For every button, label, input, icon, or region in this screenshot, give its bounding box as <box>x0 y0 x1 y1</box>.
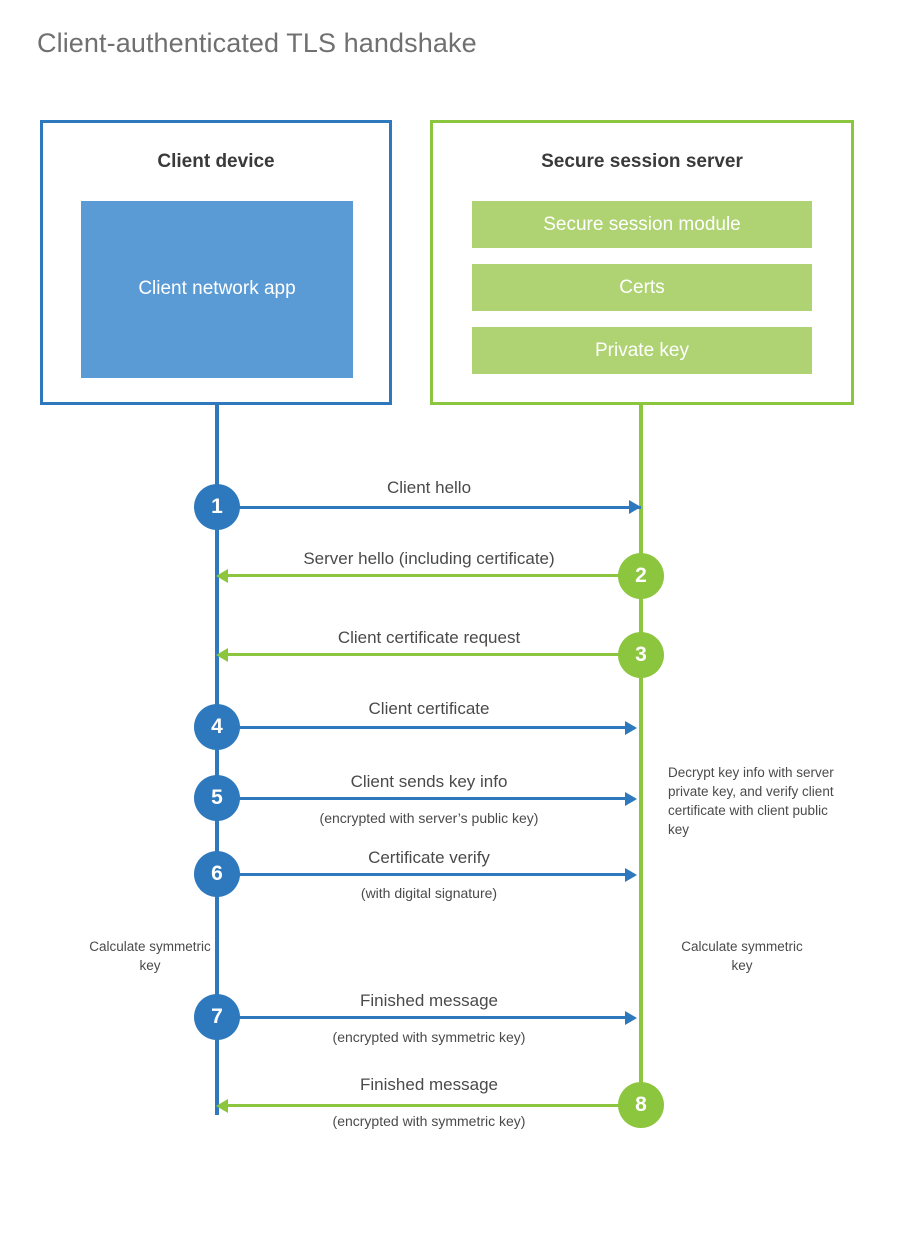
step-1-label: Client hello <box>386 478 472 497</box>
step-8-circle[interactable]: 8 <box>618 1082 664 1128</box>
server-bar-certs: Certs <box>472 264 812 311</box>
step-6-arrow-head <box>625 868 637 882</box>
step-3-arrow-line <box>228 653 620 656</box>
step-4-circle[interactable]: 4 <box>194 704 240 750</box>
step-2-arrow-head <box>216 569 228 583</box>
step-5-arrow-line <box>229 797 633 800</box>
client-network-app-block: Client network app <box>81 201 353 378</box>
calculate-symmetric-key-server-note: Calculate symmetric key <box>681 939 803 974</box>
secure-session-server-title: Secure session server <box>541 151 743 172</box>
step-5-circle[interactable]: 5 <box>194 775 240 821</box>
server-decrypt-note: Decrypt key info with server private key… <box>668 765 834 838</box>
secure-session-server-box: Secure session server Secure session mod… <box>430 120 854 405</box>
page-title: Client-authenticated TLS handshake <box>37 28 477 58</box>
step-8-arrow-line <box>228 1104 620 1107</box>
step-7-sublabel: (encrypted with symmetric key) <box>332 1029 526 1045</box>
step-7-label: Finished message <box>360 991 498 1010</box>
step-2-label: Server hello (including certificate) <box>303 549 555 568</box>
client-device-box: Client device Client network app <box>40 120 392 405</box>
step-3-arrow-head <box>216 648 228 662</box>
step-6-label: Certificate verify <box>368 848 490 867</box>
server-lifeline <box>639 403 643 1105</box>
server-bar-private-key: Private key <box>472 327 812 374</box>
step-2-circle[interactable]: 2 <box>618 553 664 599</box>
step-3-circle[interactable]: 3 <box>618 632 664 678</box>
step-5-label: Client sends key info <box>350 772 508 791</box>
step-7-arrow-line <box>229 1016 633 1019</box>
step-8-label: Finished message <box>360 1075 498 1094</box>
server-bar-secure-session-module: Secure session module <box>472 201 812 248</box>
step-4-arrow-line <box>229 726 633 729</box>
calculate-symmetric-key-client-note: Calculate symmetric key <box>89 939 211 974</box>
step-1-arrow-head <box>629 500 641 514</box>
step-4-arrow-head <box>625 721 637 735</box>
step-7-arrow-head <box>625 1011 637 1025</box>
step-7-circle[interactable]: 7 <box>194 994 240 1040</box>
step-1-circle[interactable]: 1 <box>194 484 240 530</box>
step-6-arrow-line <box>229 873 633 876</box>
step-5-sublabel: (encrypted with server’s public key) <box>319 810 539 826</box>
client-device-title: Client device <box>157 151 275 172</box>
step-2-arrow-line <box>228 574 620 577</box>
client-lifeline <box>215 403 219 1115</box>
step-5-arrow-head <box>625 792 637 806</box>
step-3-label: Client certificate request <box>337 628 521 647</box>
step-1-arrow-line <box>229 506 641 509</box>
step-8-sublabel: (encrypted with symmetric key) <box>332 1113 526 1129</box>
step-6-sublabel: (with digital signature) <box>360 885 498 901</box>
step-6-circle[interactable]: 6 <box>194 851 240 897</box>
step-4-label: Client certificate <box>368 699 490 718</box>
step-8-arrow-head <box>216 1099 228 1113</box>
